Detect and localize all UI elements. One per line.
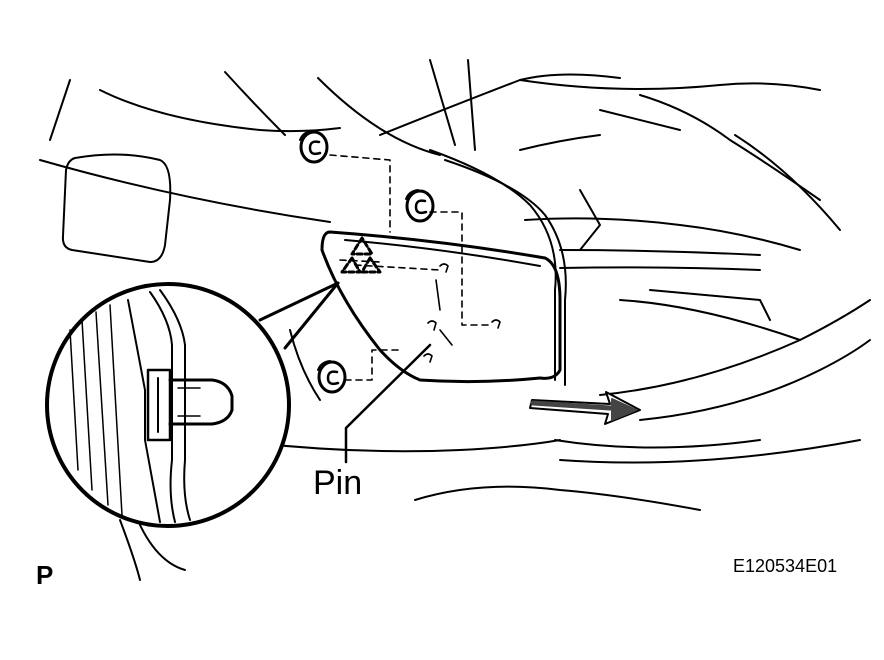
vehicle-body-outline [39,59,871,581]
pin-callout-label: Pin [313,464,363,502]
clip-nut-icon [405,189,435,223]
mounting-guide-lines [329,154,491,381]
clip-nut-icon [317,360,347,394]
pull-direction-arrow-icon [529,391,641,425]
figure-id: E120534E01 [733,556,838,576]
triangle-pin-marker-icon [340,236,382,274]
lamp-pins [423,263,501,363]
view-letter: P [36,560,54,590]
clip-nut-icon [299,130,329,164]
detail-magnifier [45,281,340,528]
rear-combination-lamp [320,230,562,384]
pin-leader-line [344,343,432,464]
